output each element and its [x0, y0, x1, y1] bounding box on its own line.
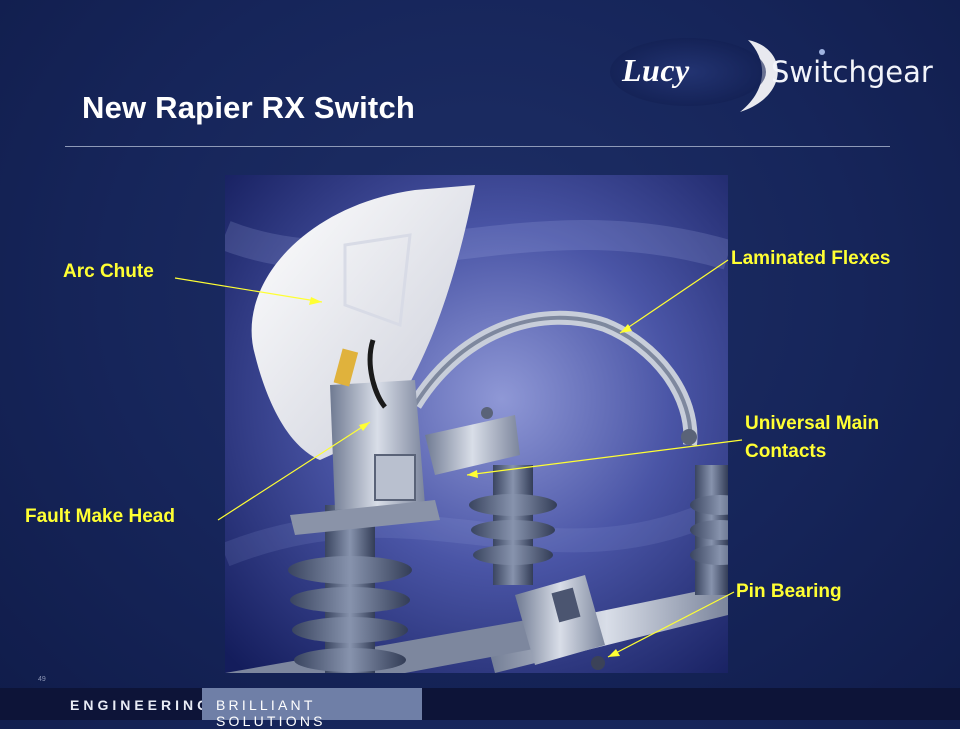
callout-laminated-flexes: Laminated Flexes	[731, 248, 891, 269]
footer-engineering: ENGINEERING	[70, 697, 213, 713]
callout-arc-chute: Arc Chute	[63, 261, 154, 282]
logo-lucy-text: Lucy	[622, 52, 690, 88]
title-divider	[65, 146, 890, 147]
callout-universal-line1: Universal Main	[745, 413, 880, 434]
slide-title: New Rapier RX Switch	[82, 90, 416, 125]
footer-bar: ENGINEERING BRILLIANT SOLUTIONS	[0, 688, 960, 729]
callout-pin-bearing: Pin Bearing	[736, 581, 842, 602]
callout-universal-main-contacts: Universal Main Contacts	[745, 410, 945, 466]
footer-tagline-box: BRILLIANT SOLUTIONS	[202, 688, 422, 729]
switch-photo	[225, 175, 728, 673]
callout-universal-line2: Contacts	[745, 441, 827, 462]
logo-switchgear-text: Switchgear	[771, 55, 933, 89]
logo-swoosh	[610, 38, 825, 112]
callout-fault-make-head: Fault Make Head	[25, 506, 175, 527]
page-number: 49	[38, 676, 46, 683]
footer-brilliant-solutions: BRILLIANT SOLUTIONS	[216, 697, 326, 729]
company-logo: Lucy Switchgear	[600, 30, 950, 120]
